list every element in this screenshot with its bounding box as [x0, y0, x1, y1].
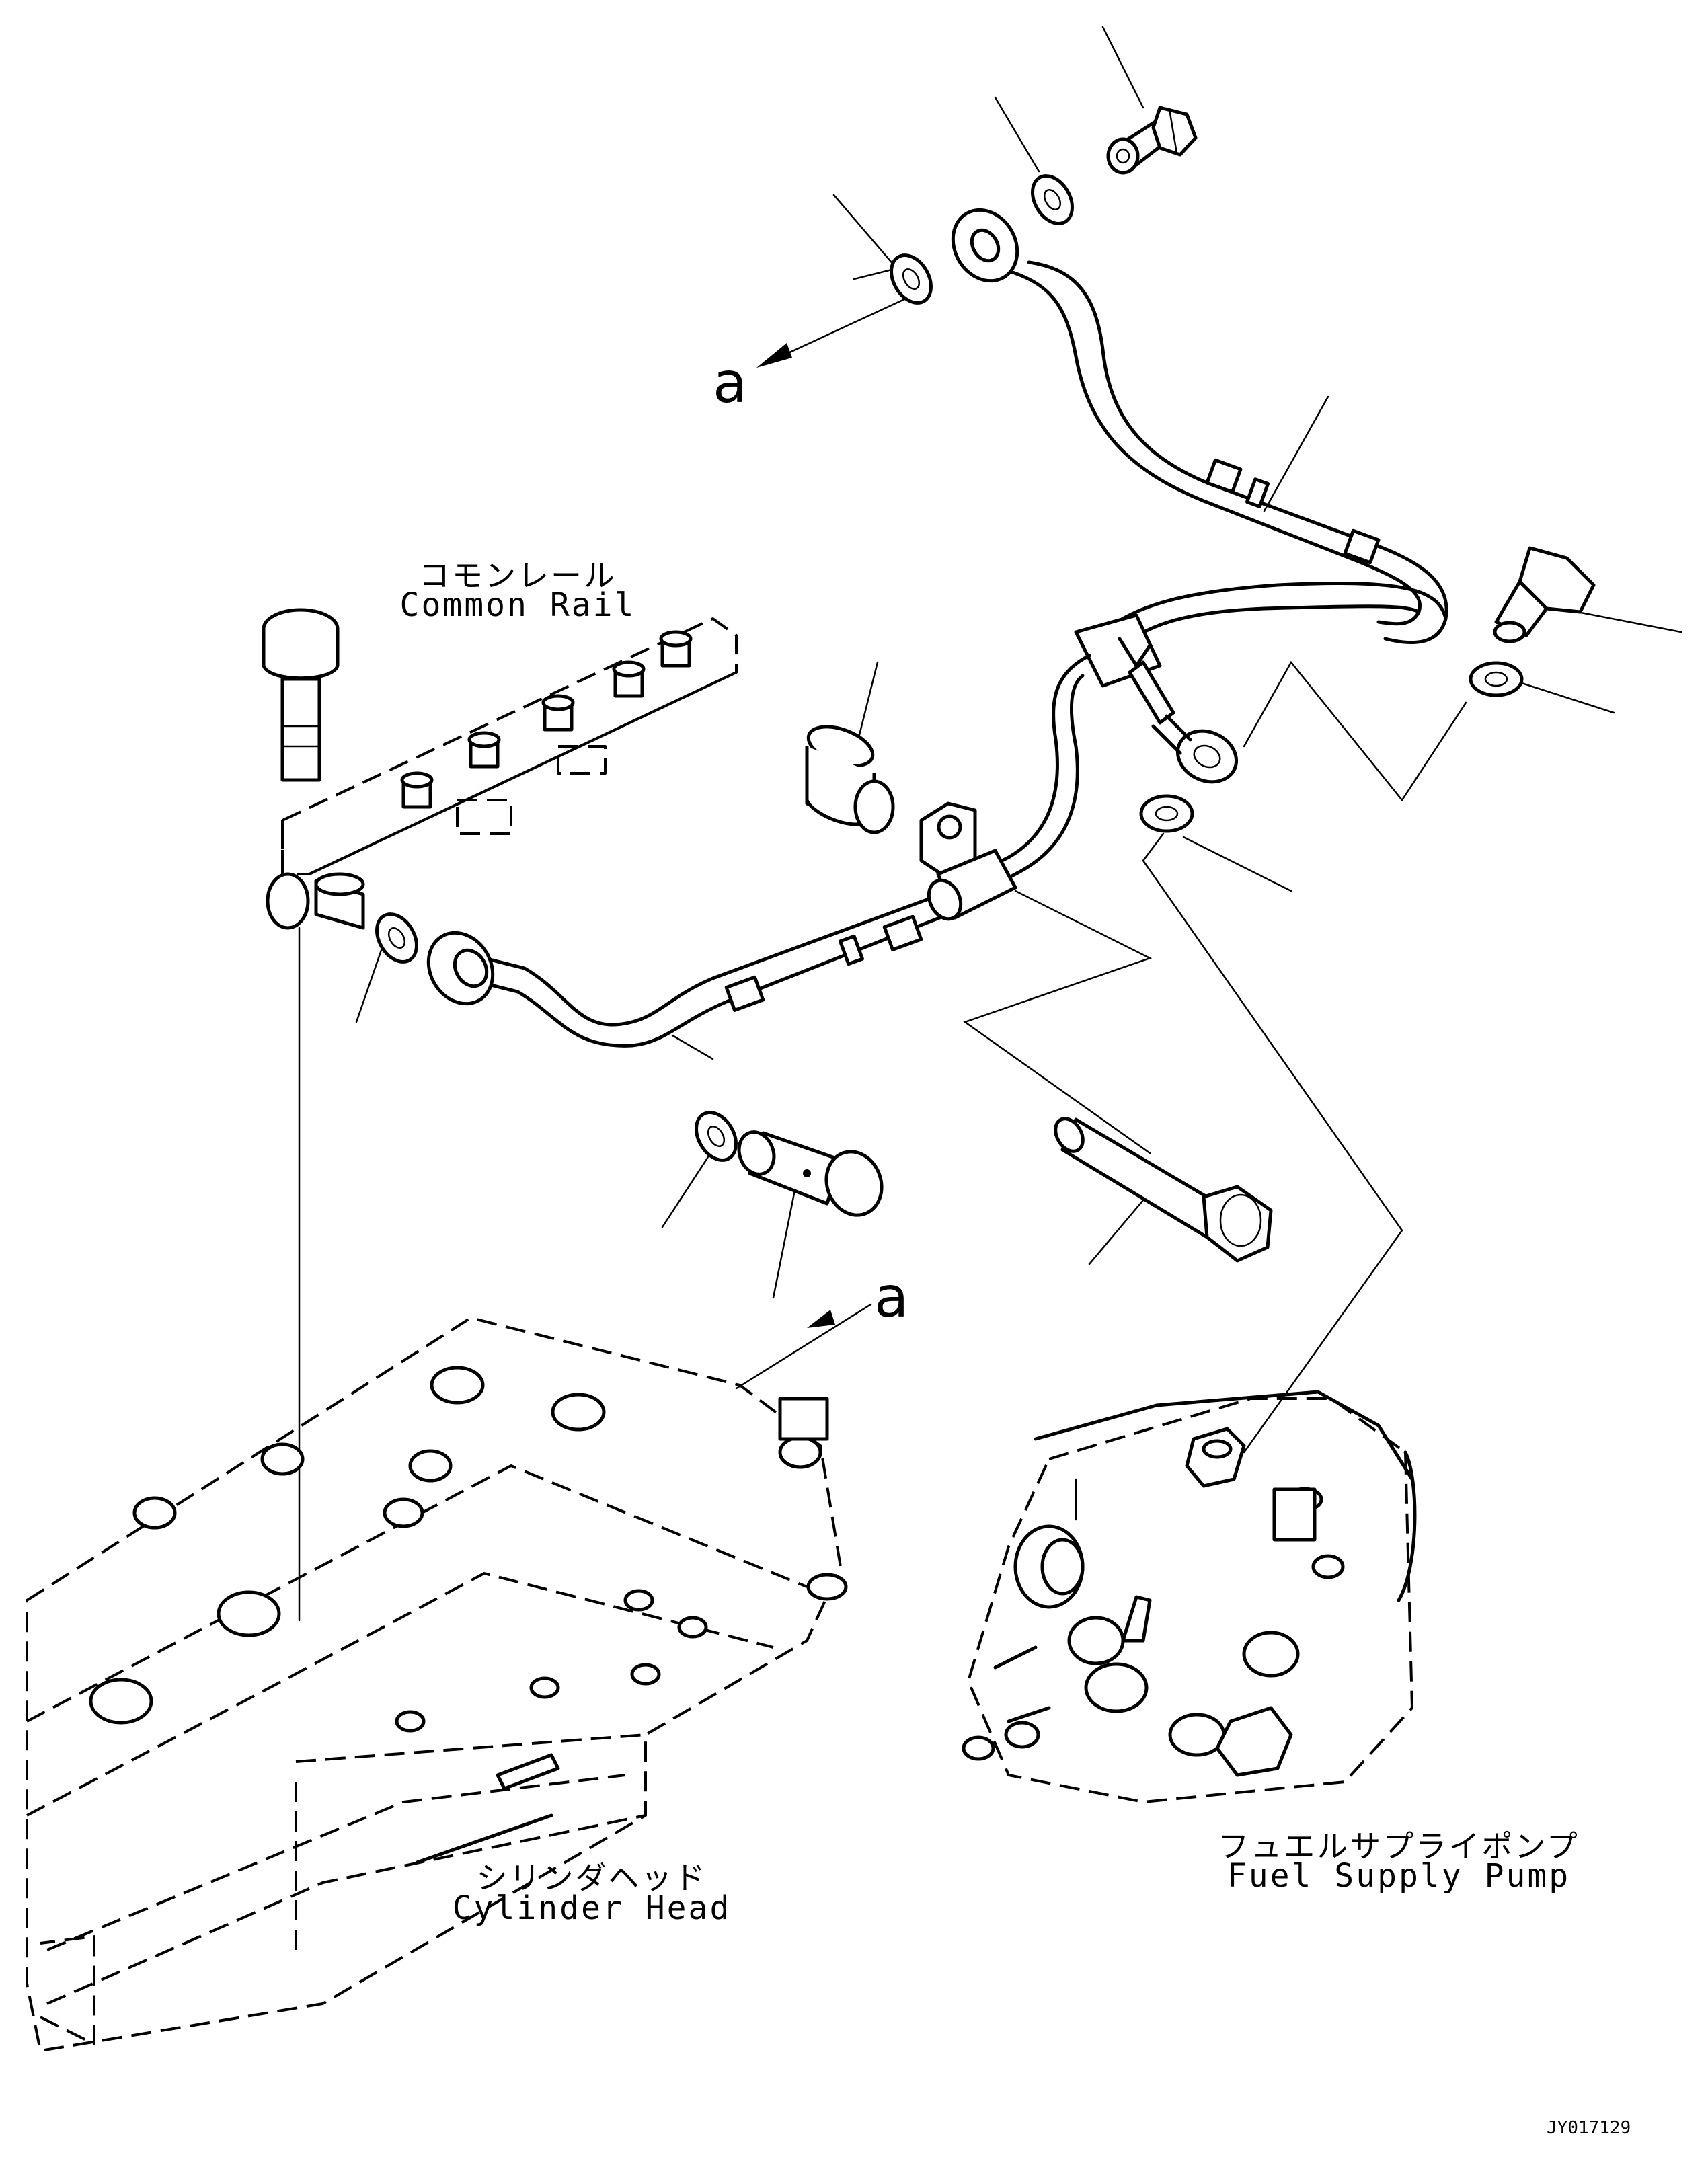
washers [375, 174, 1524, 1162]
common-rail-label-en: Common Rail [399, 586, 636, 624]
cylinder-head-label-jp: シリンダヘッド [476, 1860, 707, 1896]
mounting-bolt [1054, 1117, 1273, 1263]
reference-arrow-bottom [735, 1303, 872, 1390]
reference-mark-bottom: a [874, 1264, 909, 1330]
tube-to-common-rail [426, 654, 1091, 1048]
assembly-reference-lines [298, 261, 1467, 1622]
reference-mark-top: a [713, 350, 748, 416]
cylinder-head [26, 1317, 848, 2052]
banjo-bolt-lower [737, 1130, 884, 1217]
cylinder-head-label-en: Cylinder Head [452, 1889, 732, 1927]
return-tube-upper [951, 208, 1448, 654]
fuel-supply-pump-label-en: Fuel Supply Pump [1227, 1857, 1571, 1895]
banjo-bolt-top [1106, 106, 1198, 175]
fuel-supply-pump-label-jp: フュエルサプライポンプ [1218, 1828, 1580, 1865]
drawing-code: JY017129 [1547, 2118, 1631, 2138]
fuel-supply-pump [962, 1390, 1417, 1803]
spacer-collar [805, 725, 895, 834]
connector-adapter [1493, 546, 1596, 643]
common-rail-label-jp: コモンレール [419, 557, 617, 594]
reference-arrow-top [756, 298, 906, 368]
common-rail [266, 617, 738, 930]
leader-lines [355, 26, 1682, 1299]
tee-junction [1074, 613, 1239, 784]
clamp-bracket [919, 801, 1017, 921]
common-rail-bolt [262, 608, 340, 782]
